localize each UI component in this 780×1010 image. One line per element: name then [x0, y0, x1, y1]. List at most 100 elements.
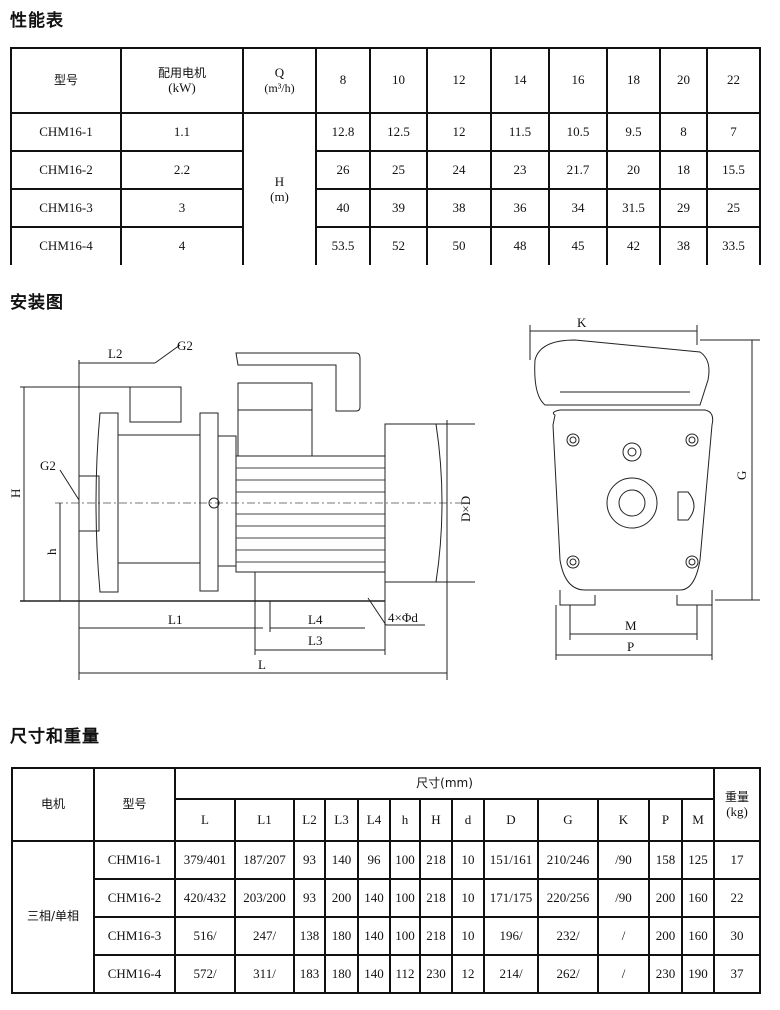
- head-cell: 42: [606, 226, 661, 265]
- dimension-cell: 138: [293, 916, 326, 956]
- dimension-cell: 10: [451, 916, 485, 956]
- model-cell: CHM16-4: [10, 226, 122, 265]
- col-header: L1: [234, 798, 295, 842]
- col-header: K: [597, 798, 650, 842]
- head-cell: 36: [490, 188, 550, 228]
- label-holes: 4×Φd: [388, 610, 418, 625]
- flow-cell: 10: [369, 47, 428, 114]
- motor-type-cell: 三相/单相: [11, 840, 95, 994]
- flow-cell: 8: [315, 47, 371, 114]
- dimension-cell: 112: [389, 954, 421, 994]
- label-l: L: [258, 657, 266, 672]
- dimension-cell: 140: [357, 954, 391, 994]
- head-cell: 23: [490, 150, 550, 190]
- model-cell: CHM16-2: [93, 878, 176, 918]
- flow-cell: 12: [426, 47, 492, 114]
- dimension-cell: 572/: [174, 954, 236, 994]
- col-header: P: [648, 798, 683, 842]
- head-cell: 38: [659, 226, 708, 265]
- dimensions-table: 电机 型号 尺寸(mm) 重量(kg) L L1 L2 L3 L4 h H d …: [11, 767, 762, 994]
- dimension-cell: 151/161: [483, 840, 539, 880]
- flow-cell: 14: [490, 47, 550, 114]
- label-l2: L2: [108, 346, 122, 361]
- weight-cell: 17: [713, 840, 762, 880]
- dimension-cell: 247/: [234, 916, 295, 956]
- dimension-cell: 218: [419, 878, 453, 918]
- dimension-cell: 200: [324, 878, 359, 918]
- pump-side-view: [20, 344, 475, 680]
- label-p: P: [627, 639, 634, 654]
- dimension-cell: 100: [389, 878, 421, 918]
- h-header: H(m): [242, 112, 317, 265]
- dimension-cell: 96: [357, 840, 391, 880]
- head-cell: 53.5: [315, 226, 371, 265]
- col-header: G: [537, 798, 599, 842]
- label-g2-top: G2: [177, 338, 193, 353]
- model-cell: CHM16-3: [10, 188, 122, 228]
- dimension-cell: 262/: [537, 954, 599, 994]
- head-cell: 25: [369, 150, 428, 190]
- dimension-cell: 10: [451, 878, 485, 918]
- column-header-row: L L1 L2 L3 L4 h H d D G K P M: [12, 798, 760, 842]
- model-cell: CHM16-2: [10, 150, 122, 190]
- dimension-cell: 190: [680, 954, 716, 994]
- head-cell: 8: [659, 112, 708, 152]
- dimension-cell: 12: [451, 954, 485, 994]
- head-cell: 7: [706, 112, 761, 152]
- pump-front-view: [529, 325, 760, 660]
- head-cell: 38: [426, 188, 492, 228]
- head-cell: 24: [426, 150, 492, 190]
- head-cell: 15.5: [706, 150, 761, 190]
- model-cell: CHM16-1: [10, 112, 122, 152]
- head-cell: 26: [315, 150, 371, 190]
- dimension-cell: 220/256: [537, 878, 599, 918]
- col-header: H: [419, 798, 453, 842]
- label-l4: L4: [308, 612, 323, 627]
- motor-header-label: 配用电机: [157, 65, 206, 80]
- dimension-cell: 100: [389, 916, 421, 956]
- dimension-cell: 516/: [174, 916, 236, 956]
- dimension-cell: 100: [389, 840, 421, 880]
- head-cell: 18: [659, 150, 708, 190]
- label-dxd: D×D: [458, 496, 473, 522]
- dimension-cell: 125: [680, 840, 716, 880]
- col-header: h: [389, 798, 421, 842]
- dimension-cell: 140: [357, 878, 391, 918]
- dimension-cell: 158: [648, 840, 683, 880]
- label-h-total: H: [8, 489, 23, 498]
- head-cell: 52: [369, 226, 428, 265]
- weight-cell: 22: [713, 878, 762, 918]
- dimension-cell: 93: [293, 840, 326, 880]
- head-cell: 48: [490, 226, 550, 265]
- q-label: Q: [274, 64, 285, 80]
- col-header: D: [483, 798, 539, 842]
- model-header: 型号: [10, 47, 122, 114]
- table-row: CHM16-1 1.1 H(m) 12.8 12.5 12 11.5 10.5 …: [10, 112, 761, 265]
- head-cell: 31.5: [606, 188, 661, 228]
- head-cell: 39: [369, 188, 428, 228]
- flow-cell: 18: [606, 47, 661, 114]
- dimension-cell: 140: [357, 916, 391, 956]
- dimension-cell: 180: [324, 916, 359, 956]
- dimension-cell: 200: [648, 916, 683, 956]
- dimensions-title: 尺寸和重量: [10, 727, 100, 747]
- dimension-cell: 140: [324, 840, 359, 880]
- col-header: L2: [293, 798, 326, 842]
- flow-cell: 22: [706, 47, 761, 114]
- dimension-cell: 311/: [234, 954, 295, 994]
- h-label: H: [274, 173, 285, 189]
- dimension-cell: /: [597, 954, 650, 994]
- dimension-cell: /90: [597, 840, 650, 880]
- q-unit: (m³/h): [264, 80, 295, 95]
- power-cell: 2.2: [120, 150, 244, 190]
- table-row: CHM16-3 3 40 39 38 36 34 31.5 29 25: [10, 188, 761, 228]
- dimension-cell: 218: [419, 916, 453, 956]
- header-row: 电机 型号 尺寸(mm) 重量(kg): [11, 767, 762, 842]
- head-cell: 45: [548, 226, 608, 265]
- power-cell: 1.1: [120, 112, 244, 152]
- power-cell: 4: [120, 226, 244, 265]
- label-g2-left: G2: [40, 458, 56, 473]
